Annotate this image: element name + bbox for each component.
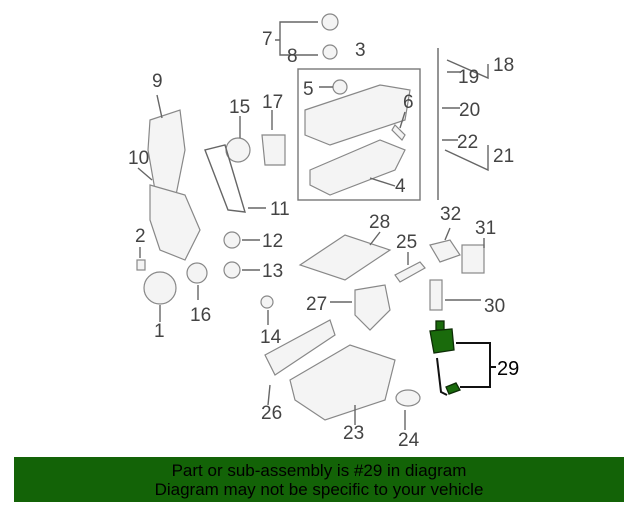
part-17[interactable] — [261, 134, 286, 166]
bolt-6[interactable] — [391, 124, 406, 141]
callout-32[interactable]: 32 — [440, 204, 461, 225]
callout-23[interactable]: 23 — [343, 423, 364, 444]
callout-12[interactable]: 12 — [262, 231, 283, 252]
callout-16[interactable]: 16 — [190, 305, 211, 326]
callout-3[interactable]: 3 — [355, 40, 366, 61]
callout-25[interactable]: 25 — [396, 232, 417, 253]
sprocket-16[interactable] — [186, 262, 208, 284]
gasket-26[interactable] — [264, 319, 336, 376]
oil-level-sensor-29[interactable] — [429, 328, 455, 354]
oil-pump-27[interactable] — [354, 284, 391, 331]
bolt-2[interactable] — [136, 259, 146, 271]
callout-19[interactable]: 19 — [458, 67, 479, 88]
callout-8[interactable]: 8 — [287, 46, 298, 67]
callout-9[interactable]: 9 — [152, 71, 163, 92]
callout-18[interactable]: 18 — [493, 55, 514, 76]
timing-belt[interactable] — [204, 144, 246, 213]
banner-line-disclaimer: Diagram may not be specific to your vehi… — [154, 480, 484, 499]
crank-pulley[interactable] — [143, 271, 177, 305]
valve-cover-gasket[interactable] — [309, 139, 406, 196]
callout-29[interactable]: 29 — [497, 358, 519, 380]
callout-21[interactable]: 21 — [493, 146, 514, 167]
callout-4[interactable]: 4 — [395, 176, 406, 197]
callout-13[interactable]: 13 — [262, 261, 283, 282]
callout-5[interactable]: 5 — [303, 79, 314, 100]
baffle-28[interactable] — [298, 234, 392, 281]
strainer-24[interactable] — [395, 389, 421, 407]
sensor-plug[interactable] — [445, 382, 461, 395]
sensor-connector[interactable] — [435, 320, 445, 331]
callout-31[interactable]: 31 — [475, 218, 496, 239]
valve-cover-group-box — [297, 68, 421, 201]
callout-7[interactable]: 7 — [262, 29, 273, 50]
callout-20[interactable]: 20 — [459, 100, 480, 121]
oil-pan[interactable] — [289, 344, 396, 421]
seal-5[interactable] — [332, 79, 348, 95]
valve-cover[interactable] — [304, 84, 411, 146]
callout-11[interactable]: 11 — [270, 199, 290, 220]
sensor-wire — [436, 357, 448, 396]
callout-bracket-29 — [456, 342, 496, 388]
callout-27[interactable]: 27 — [306, 294, 327, 315]
callout-1[interactable]: 1 — [154, 321, 165, 342]
part-32[interactable] — [429, 239, 461, 263]
idler-12[interactable] — [223, 231, 241, 249]
tensioner-13[interactable] — [223, 261, 241, 279]
callout-17[interactable]: 17 — [262, 92, 283, 113]
oil-cooler-31[interactable] — [461, 244, 485, 274]
callout-24[interactable]: 24 — [398, 430, 420, 451]
oil-cap-seal[interactable] — [322, 44, 338, 60]
callout-15[interactable]: 15 — [229, 97, 250, 118]
callout-6[interactable]: 6 — [403, 92, 414, 113]
part-25[interactable] — [394, 261, 426, 283]
leader-lines — [137, 21, 489, 430]
callout-26[interactable]: 26 — [261, 403, 282, 424]
callout-28[interactable]: 28 — [369, 212, 390, 233]
oil-cap[interactable] — [321, 13, 339, 31]
part-14[interactable] — [260, 295, 274, 309]
filter-30[interactable] — [429, 279, 443, 311]
callout-2[interactable]: 2 — [135, 226, 146, 247]
callout-10[interactable]: 10 — [128, 148, 149, 169]
banner-line-part: Part or sub-assembly is #29 in diagram — [171, 461, 467, 480]
callout-14[interactable]: 14 — [260, 327, 282, 348]
highlight-notice-banner: Part or sub-assembly is #29 in diagram D… — [14, 457, 624, 502]
timing-cover-lower[interactable] — [149, 184, 201, 261]
callout-22[interactable]: 22 — [457, 132, 478, 153]
callout-30[interactable]: 30 — [484, 296, 505, 317]
